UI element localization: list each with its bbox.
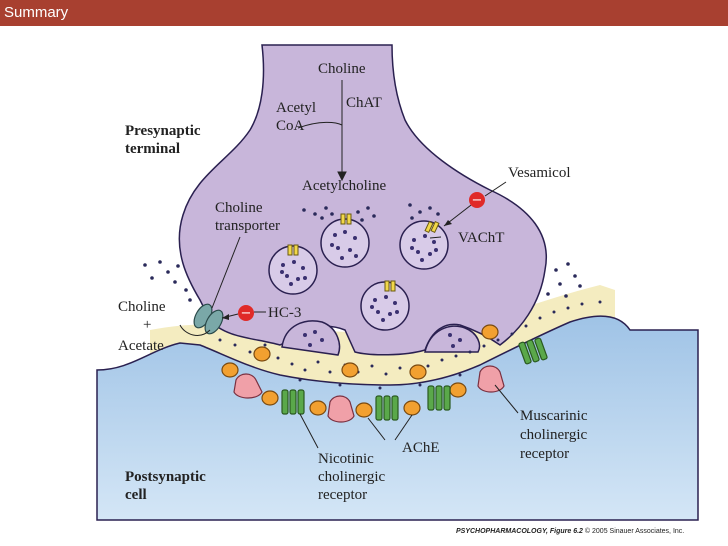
nicotinic-receptor (375, 395, 399, 421)
label-choline-transporter-2: transporter (215, 218, 280, 234)
page-title: Summary (4, 4, 69, 21)
label-chat: ChAT (346, 95, 382, 111)
nicotinic-receptors (281, 337, 548, 421)
credit-book: PSYCHOPHARMACOLOGY, (456, 528, 548, 535)
label-acetylcholine: Acetylcholine (302, 178, 386, 194)
header-bar: Summary (0, 0, 728, 26)
vesicles (268, 218, 449, 331)
choline-uptake-arrow (179, 324, 211, 336)
vesamicol-inhibitor-icon: − (443, 181, 507, 227)
label-nicotinic-1: Nicotinic (318, 451, 374, 467)
label-vacht: VAChT (458, 230, 504, 246)
label-nicotinic-2: cholinergic (318, 469, 386, 485)
label-choline-left: Choline (118, 299, 166, 315)
vacht-transporters (287, 213, 440, 292)
label-cell: cell (125, 487, 147, 503)
label-nicotinic-3: receptor (318, 487, 367, 503)
label-choline-transporter-1: Choline (215, 200, 263, 216)
label-muscarinic-2: cholinergic (520, 427, 588, 443)
figure-credit: PSYCHOPHARMACOLOGY, Figure 6.2 © 2005 Si… (0, 524, 728, 546)
hc3-inhibitor-icon: − (221, 305, 266, 321)
svg-text:−: − (241, 306, 252, 321)
nicotinic-receptor (281, 389, 305, 415)
muscarinic-receptors (233, 365, 505, 423)
label-hc3: HC-3 (268, 305, 301, 321)
credit-figure: Figure 6.2 (549, 528, 583, 535)
label-acetate: Acetate (118, 338, 164, 354)
label-choline-top: Choline (318, 61, 366, 77)
label-muscarinic-3: receptor (520, 446, 569, 462)
label-terminal: terminal (125, 141, 180, 157)
choline-transporter (193, 303, 224, 335)
credit-copyright: © 2005 Sinauer Associates, Inc. (584, 528, 685, 535)
vesicle (399, 220, 449, 270)
label-plus: + (143, 317, 151, 333)
acetylcholine-dots (302, 203, 440, 222)
label-muscarinic-1: Muscarinic (520, 408, 588, 424)
vesicle (320, 218, 370, 268)
label-acetyl: Acetyl (276, 100, 316, 116)
label-postsynaptic: Postsynaptic (125, 469, 206, 485)
svg-text:−: − (472, 193, 483, 208)
nicotinic-receptor (518, 337, 548, 365)
label-ache: AChE (402, 440, 440, 456)
muscarinic-receptor (327, 395, 355, 423)
vesicle-dots (280, 230, 462, 348)
leader-lines (211, 80, 519, 449)
muscarinic-receptor (233, 373, 263, 399)
label-coa: CoA (276, 118, 305, 134)
fusing-vesicle-left (281, 320, 341, 356)
muscarinic-receptor (477, 365, 505, 393)
label-presynaptic: Presynaptic (125, 123, 201, 139)
extracellular-dots (143, 260, 582, 302)
synapse-diagram: − − Choline Acetyl CoA ChAT Presynaptic … (96, 44, 700, 521)
nicotinic-receptor (427, 385, 451, 411)
vesicle (268, 245, 318, 295)
fusing-vesicle-right (424, 325, 481, 353)
label-vesamicol: Vesamicol (508, 165, 570, 181)
